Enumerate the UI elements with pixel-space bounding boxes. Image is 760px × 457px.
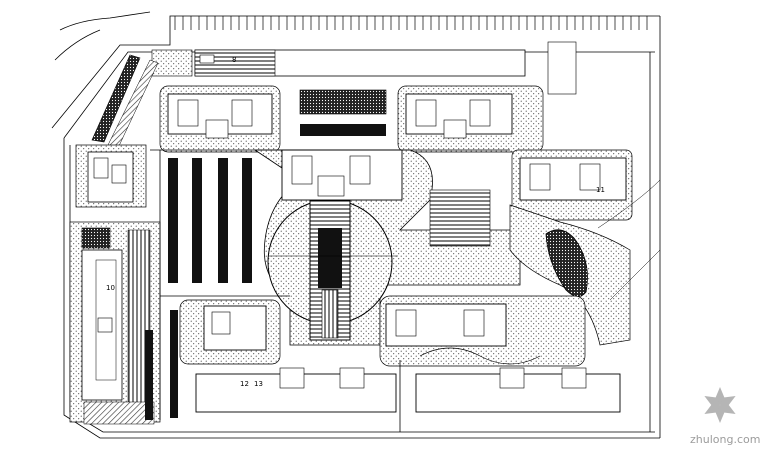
top-fence — [174, 16, 648, 30]
buildings-12-13: 12 13 — [195, 367, 621, 413]
watermark: zhulong.com — [690, 387, 760, 446]
residential-north-east — [397, 41, 577, 153]
west-block: 10 — [69, 144, 161, 425]
internal-roads — [150, 149, 510, 432]
residential-north-center — [159, 85, 281, 153]
residential-south-center — [379, 295, 586, 367]
building-label-8: 8 — [232, 56, 236, 64]
watermark-text: zhulong.com — [690, 433, 760, 446]
north-parking-rows — [299, 89, 387, 136]
residential-building-11: 11 — [511, 149, 633, 221]
east-landscape — [509, 179, 661, 346]
residential-south-west — [179, 299, 281, 365]
parking-bars — [145, 158, 252, 420]
building-label-11: 11 — [596, 186, 605, 194]
residential-center — [281, 149, 403, 201]
building-8-strip: 8 — [151, 49, 526, 77]
building-label-13: 13 — [254, 380, 263, 388]
snowflake-logo-icon — [704, 387, 736, 423]
building-label-10: 10 — [106, 284, 115, 292]
left-diagonal-parking — [91, 54, 159, 149]
building-label-12: 12 — [240, 380, 249, 388]
